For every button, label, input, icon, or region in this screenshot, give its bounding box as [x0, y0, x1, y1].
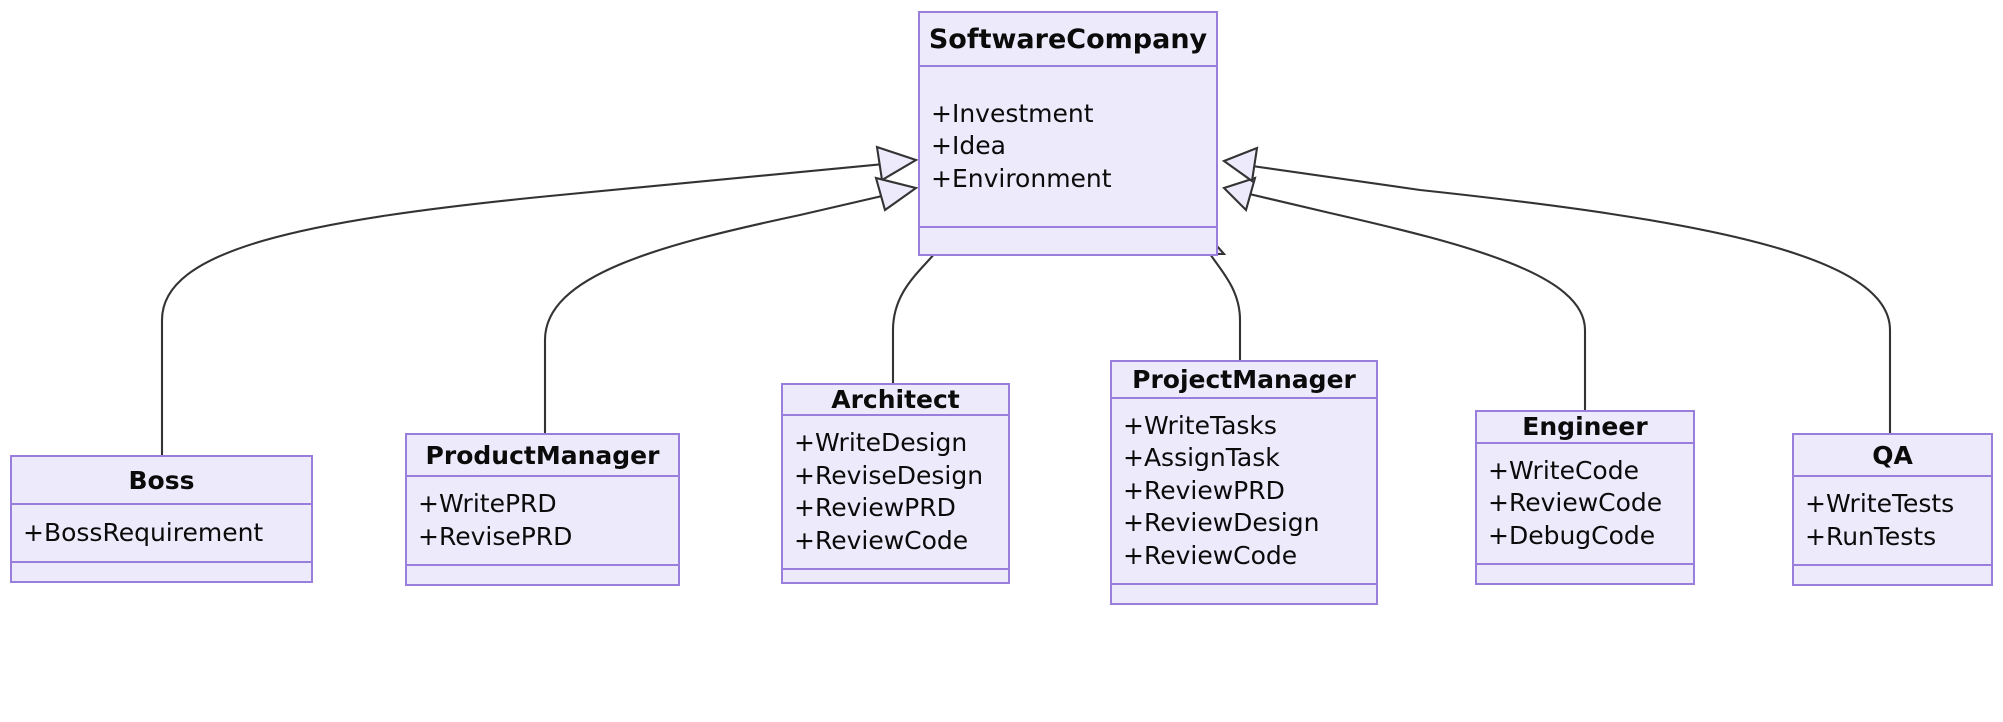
class-box-architect[interactable]: Architect +WriteDesign +ReviseDesign +Re… [781, 383, 1010, 584]
class-box-engineer[interactable]: Engineer +WriteCode +ReviewCode +DebugCo… [1475, 410, 1695, 585]
class-title-software-company: SoftwareCompany [920, 13, 1216, 67]
class-attribute: +RevisePRD [418, 521, 573, 551]
class-box-software-company[interactable]: SoftwareCompany +Investment +Idea +Envir… [918, 11, 1218, 256]
class-methods-software-company [920, 228, 1216, 254]
class-attribute: +WriteTasks [1123, 410, 1277, 440]
class-attributes-project-manager: +WriteTasks +AssignTask +ReviewPRD +Revi… [1112, 399, 1376, 585]
class-attributes-product-manager: +WritePRD +RevisePRD [407, 477, 678, 566]
class-attribute: +ReviewPRD [794, 493, 956, 522]
class-title-engineer: Engineer [1477, 412, 1693, 444]
class-attribute: +BossRequirement [23, 517, 264, 547]
class-attributes-architect: +WriteDesign +ReviseDesign +ReviewPRD +R… [783, 416, 1008, 570]
class-title-qa: QA [1794, 435, 1991, 477]
class-attributes-software-company: +Investment +Idea +Environment [920, 67, 1216, 228]
class-attribute: +ReviewCode [1488, 488, 1663, 517]
class-attribute: +WriteTests [1805, 489, 1955, 518]
class-attribute: +ReviewCode [794, 525, 969, 555]
class-methods-product-manager [407, 566, 678, 584]
class-attribute: +ReviseDesign [794, 460, 984, 490]
class-attribute: +ReviewCode [1123, 540, 1298, 570]
class-box-product-manager[interactable]: ProductManager +WritePRD +RevisePRD [405, 433, 680, 586]
class-box-qa[interactable]: QA +WriteTests +RunTests [1792, 433, 1993, 586]
class-title-architect: Architect [783, 385, 1008, 416]
class-title-project-manager: ProjectManager [1112, 362, 1376, 399]
class-attribute: +AssignTask [1123, 443, 1280, 472]
class-attributes-engineer: +WriteCode +ReviewCode +DebugCode [1477, 444, 1693, 565]
class-attribute: +Investment [931, 98, 1094, 128]
class-box-boss[interactable]: Boss +BossRequirement [10, 455, 313, 583]
class-attribute: +WriteDesign [794, 428, 968, 457]
class-attribute: +WritePRD [418, 489, 557, 518]
class-methods-engineer [1477, 565, 1693, 583]
class-attributes-boss: +BossRequirement [12, 505, 311, 563]
class-attribute: +Environment [931, 163, 1112, 193]
class-box-project-manager[interactable]: ProjectManager +WriteTasks +AssignTask +… [1110, 360, 1378, 605]
class-title-product-manager: ProductManager [407, 435, 678, 477]
class-methods-project-manager [1112, 585, 1376, 603]
class-methods-boss [12, 563, 311, 581]
class-attributes-qa: +WriteTests +RunTests [1794, 477, 1991, 566]
class-attribute: +WriteCode [1488, 455, 1639, 485]
class-title-boss: Boss [12, 457, 311, 505]
class-attribute: +Idea [931, 131, 1006, 161]
class-methods-architect [783, 570, 1008, 588]
class-attribute: +ReviewPRD [1123, 475, 1285, 505]
class-attribute: +ReviewDesign [1123, 508, 1320, 537]
class-attribute: +RunTests [1805, 521, 1937, 551]
class-methods-qa [1794, 566, 1991, 584]
class-attribute: +DebugCode [1488, 520, 1656, 550]
